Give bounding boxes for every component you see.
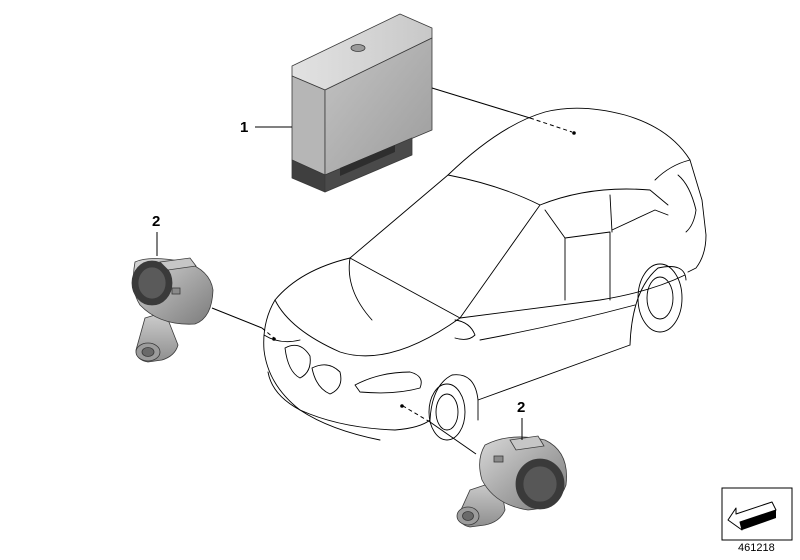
callout-2-left: 2 [152, 213, 161, 230]
attachment-points [272, 131, 576, 408]
callout-2-right: 2 [517, 399, 526, 416]
callout-1: 1 [240, 119, 249, 136]
control-unit-icon [291, 13, 433, 193]
reference-number: 461218 [738, 542, 775, 554]
car-outline-icon [263, 107, 707, 441]
parking-sensor-icon [456, 435, 567, 528]
leader-lines [156, 87, 573, 455]
view-direction-icon [721, 487, 793, 541]
parking-sensor-icon [131, 257, 214, 363]
